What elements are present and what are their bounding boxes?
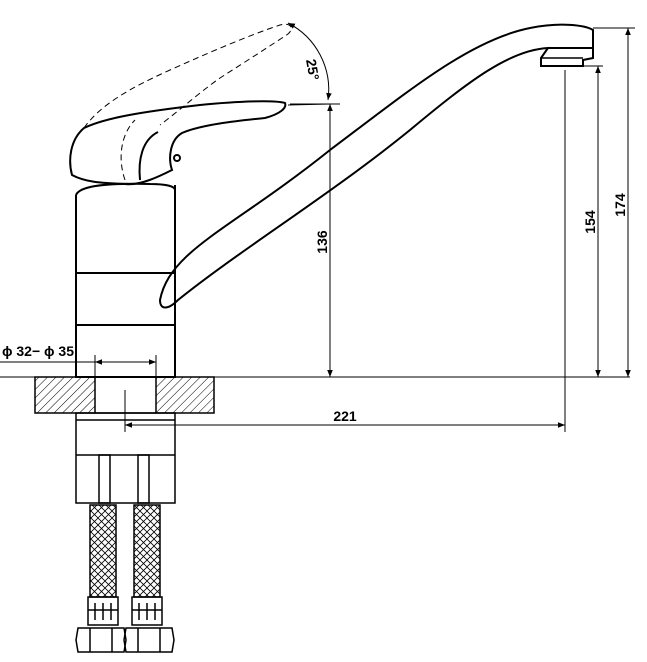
countertop-left <box>34 376 96 414</box>
supply-hoses <box>75 504 175 653</box>
countertop <box>0 376 630 414</box>
spout-outline <box>158 23 594 309</box>
lever-inner-curve <box>138 131 159 181</box>
lever-raised-phantom <box>83 23 292 181</box>
angle-arc <box>287 22 332 101</box>
label-body-height: 136 <box>314 230 330 254</box>
hose-left <box>89 504 117 598</box>
lever-pin <box>173 154 181 162</box>
label-spout-reach: 221 <box>333 408 357 424</box>
label-mount-hole-diameter: ϕ 32− ϕ 35 <box>2 343 74 359</box>
lever-outline <box>69 100 287 186</box>
body-cap <box>75 182 176 196</box>
spout <box>158 23 594 309</box>
lever-handle <box>69 100 287 186</box>
body-outline <box>75 185 176 378</box>
label-lever-angle: 25° <box>303 58 322 82</box>
countertop-right <box>155 376 215 414</box>
faucet-body <box>75 182 176 378</box>
label-spout-outlet-height: 154 <box>582 210 598 234</box>
dimension-lines <box>0 22 635 432</box>
hose-right <box>133 504 161 598</box>
label-total-height: 174 <box>612 193 628 217</box>
